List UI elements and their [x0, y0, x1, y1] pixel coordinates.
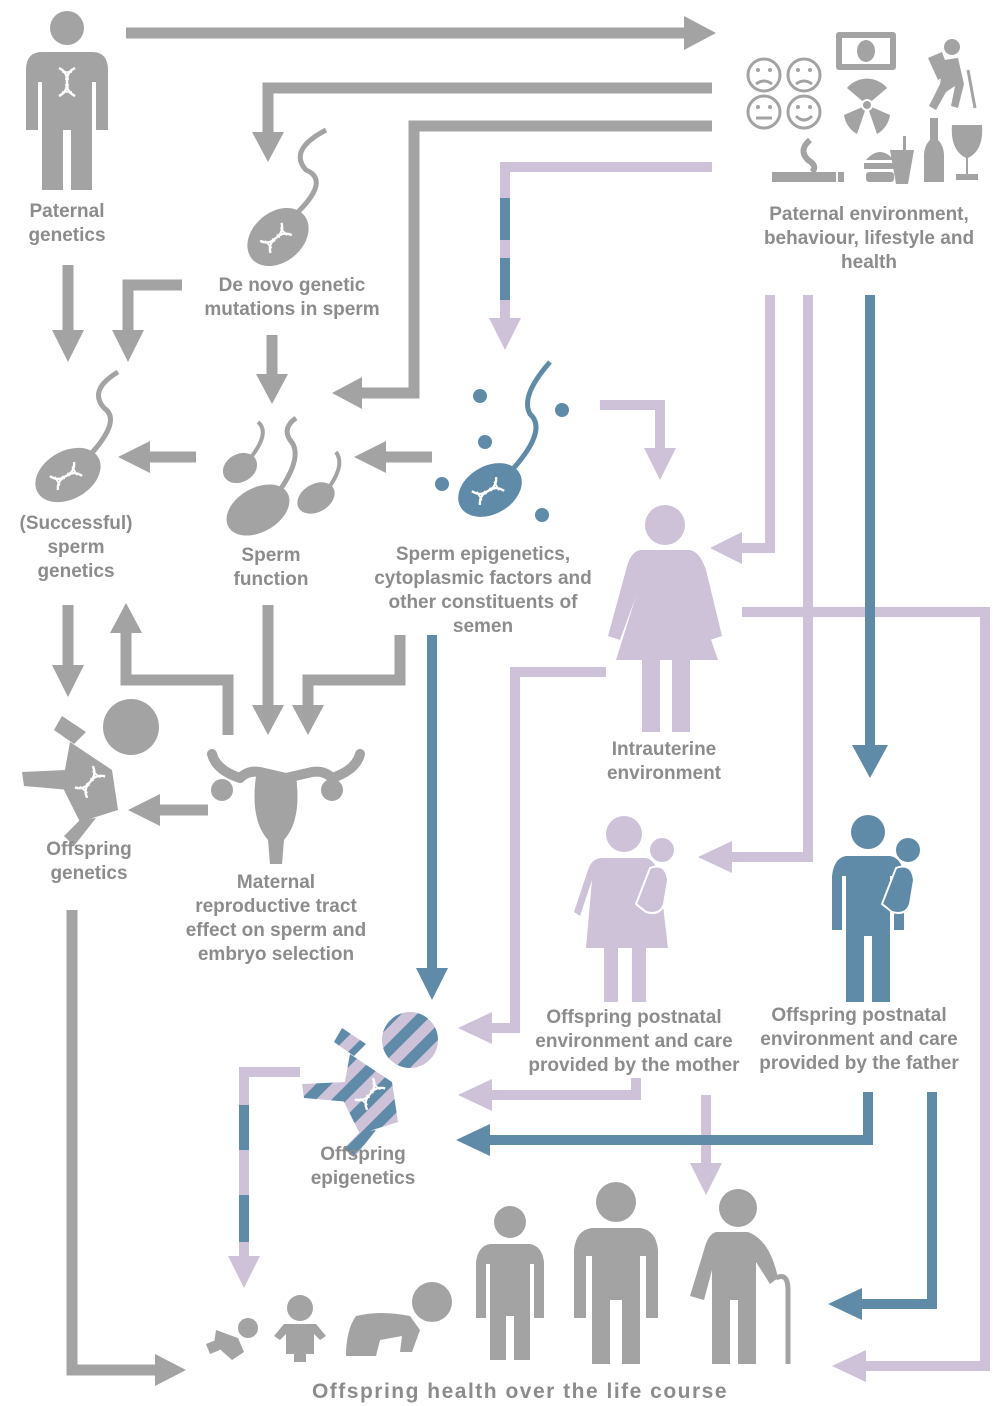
life-course-icons	[206, 1182, 791, 1364]
arrow-env-to-sperm-function	[360, 120, 712, 399]
elderly-icon	[690, 1189, 791, 1364]
gray-arrowheads	[52, 16, 716, 1386]
successful-sperm	[35, 369, 120, 503]
pregnant-woman-icon	[608, 505, 722, 732]
label-offspring-epigenetics: Offspring epigenetics	[310, 1144, 416, 1189]
sad-face-icon	[746, 57, 822, 130]
infant-icon	[206, 1318, 258, 1360]
father-child-icon	[832, 815, 920, 1002]
label-successful-sperm-genetics: (Successful) sperm genetics	[19, 513, 133, 582]
label-offspring-health: Offspring health over the life course	[311, 1380, 729, 1403]
arrow-env-to-epigenetics	[500, 162, 712, 198]
purple-arrowheads	[228, 318, 866, 1382]
label-paternal-genetics: Paternal genetics	[28, 201, 106, 246]
arrow-epi-to-intrauterine	[600, 400, 665, 450]
uterus-icon	[207, 749, 365, 864]
baby-icon	[22, 699, 159, 846]
epigenetic-sperm	[435, 360, 569, 522]
alcohol-icon	[924, 118, 983, 182]
arrow-denovo-to-successful	[122, 279, 182, 335]
arrow-father-to-health	[858, 1092, 937, 1309]
child-icon	[476, 1206, 544, 1360]
label-offspring-genetics: Offspring genetics	[46, 839, 132, 884]
label-postnatal-mother: Offspring postnatal environment and care…	[528, 1007, 740, 1076]
toddler-icon	[274, 1295, 326, 1362]
arrow-env-to-intrauterine	[738, 295, 775, 553]
label-postnatal-father: Offspring postnatal environment and care…	[759, 1005, 959, 1074]
arrow-father-to-epigenetics	[486, 1092, 873, 1145]
adult-icon	[574, 1182, 658, 1364]
arrow-offspring-to-health	[66, 910, 160, 1376]
environment-icons	[746, 32, 983, 184]
arrow-intrauterine-to-health	[742, 607, 990, 1371]
arrow-mother-to-epigenetics	[488, 1078, 641, 1100]
label-intrauterine-environment: Intrauterine environment	[606, 739, 722, 784]
father-dna-icon	[26, 11, 108, 190]
label-maternal-reproductive-tract: Maternal reproductive tract effect on sp…	[185, 872, 367, 965]
sperm-icon	[35, 127, 569, 536]
blue-arrows	[239, 198, 937, 1309]
radiation-icon	[844, 78, 890, 134]
arrow-epigenetics-to-health	[239, 1067, 300, 1105]
sperm-function-group	[222, 415, 342, 536]
epigenetic-baby-icon	[302, 1012, 438, 1158]
label-paternal-environment: Paternal environment, behaviour, lifesty…	[763, 204, 975, 273]
smoking-icon	[772, 137, 844, 182]
money-icon	[836, 32, 896, 70]
label-sperm-function: Sperm function	[233, 545, 309, 590]
fast-food-icon	[864, 136, 914, 184]
arrow-tract-to-successful	[120, 630, 234, 735]
label-sperm-epigenetics: Sperm epigenetics, cytoplasmic factors a…	[374, 544, 592, 637]
label-de-novo-mutations: De novo genetic mutations in sperm	[204, 275, 380, 320]
arrow-env-to-denovo	[262, 82, 712, 135]
blue-arrowheads	[416, 745, 888, 1320]
hiker-icon	[928, 39, 977, 110]
crawling-baby-icon	[346, 1282, 452, 1356]
arrow-intrauterine-to-epigenetics	[488, 667, 606, 1033]
gray-arrows	[62, 27, 712, 1376]
de-novo-sperm	[247, 127, 328, 267]
arrow-epi-to-tract	[302, 635, 406, 710]
arrow-env-to-mother-care	[728, 295, 813, 862]
mother-child-icon	[574, 816, 674, 1002]
purple-arrows	[239, 162, 990, 1371]
